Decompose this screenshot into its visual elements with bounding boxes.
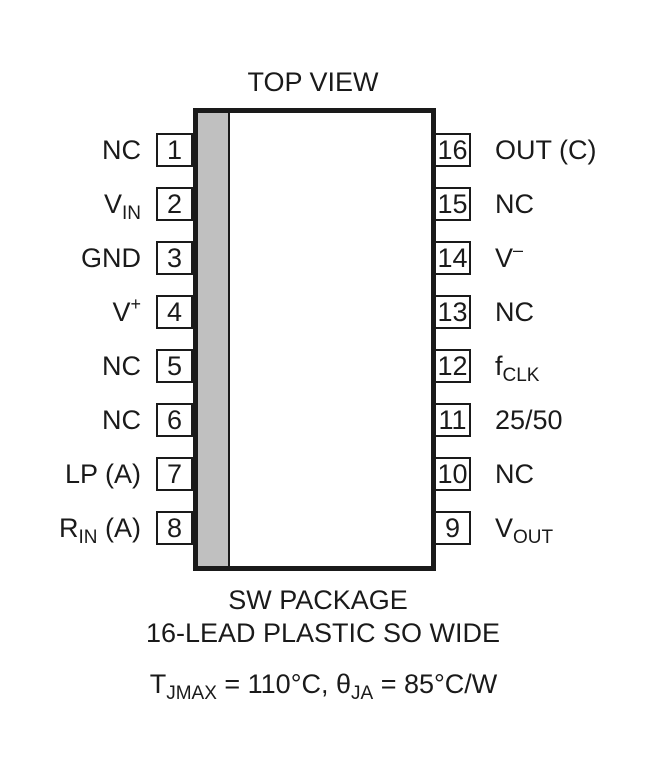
pin-label: NC [495,296,534,328]
pin-number-box: 12 [434,349,471,383]
pin-label-sub: OUT [513,527,554,548]
pin1-indicator-stripe [198,113,230,566]
pin-label: NC [102,134,141,166]
pin-number-box: 10 [434,457,471,491]
pin-label-main: NC [102,351,141,381]
pin-number-box: 6 [156,403,193,437]
pin-label-sub: IN [78,527,98,548]
pin-label-main: NC [102,135,141,165]
ic-package-body [193,108,436,571]
pin-label-main: OUT (C) [495,135,597,165]
pin-number-box: 9 [434,511,471,545]
pin-label-main: NC [495,297,534,327]
pin-label: NC [495,188,534,220]
pin-number-box: 16 [434,133,471,167]
pin-label: 25/50 [495,404,563,436]
pin-label: V– [495,240,524,277]
pin-number-box: 15 [434,187,471,221]
diagram-title: TOP VIEW [247,67,379,97]
pin-label-main: 25/50 [495,405,563,435]
package-name: SW PACKAGE [228,585,408,615]
pin-label: NC [102,404,141,436]
pin-number-box: 14 [434,241,471,275]
pin-label-main: R [59,513,79,543]
pin-label: RIN (A) [59,512,141,548]
pin-label-sub: IN [122,203,141,224]
pin-label-main: GND [81,243,141,273]
pin-label: OUT (C) [495,134,597,166]
tj-subscript: JMAX [166,683,217,704]
pin-label-sup: – [513,240,524,260]
package-description: 16-LEAD PLASTIC SO WIDE [145,618,501,648]
pin-label: NC [495,458,534,490]
pin-number-box: 13 [434,295,471,329]
pin-label-main: f [495,351,503,381]
pin-number-box: 1 [156,133,193,167]
pin-number-box: 2 [156,187,193,221]
pin-label-main: V [103,189,122,219]
tj-value: = 110°C, θ [216,669,352,699]
pin-label: LP (A) [65,458,141,490]
pin-number-box: 4 [156,295,193,329]
pin-number-box: 7 [156,457,193,491]
pin-label-main: V [112,297,131,327]
tj-symbol: T [149,669,167,699]
pin-label-sub: CLK [502,365,540,386]
pin-label: fCLK [495,350,539,386]
pin-label-sup: + [130,294,141,314]
pin-label-main: NC [495,189,534,219]
pin-label-main: V [495,243,514,273]
pin-number-box: 3 [156,241,193,275]
pin-label-main: V [495,513,514,543]
pin-label: V+ [112,294,141,331]
pin-number-box: 8 [156,511,193,545]
pin-label: GND [81,242,141,274]
pin-label: VIN [104,188,141,224]
pin-label-main: LP (A) [64,459,141,489]
pin-label-main: NC [102,405,141,435]
theta-subscript: JA [351,683,374,704]
pin-number-box: 5 [156,349,193,383]
pin-label-tail: (A) [97,513,141,543]
pin-label-main: NC [495,459,534,489]
thermal-rating: TJMAX = 110°C, θJA = 85°C/W [0,668,647,704]
pin-label: VOUT [495,512,553,548]
pin-label: NC [102,350,141,382]
theta-value: = 85°C/W [373,669,498,699]
pin-number-box: 11 [434,403,471,437]
